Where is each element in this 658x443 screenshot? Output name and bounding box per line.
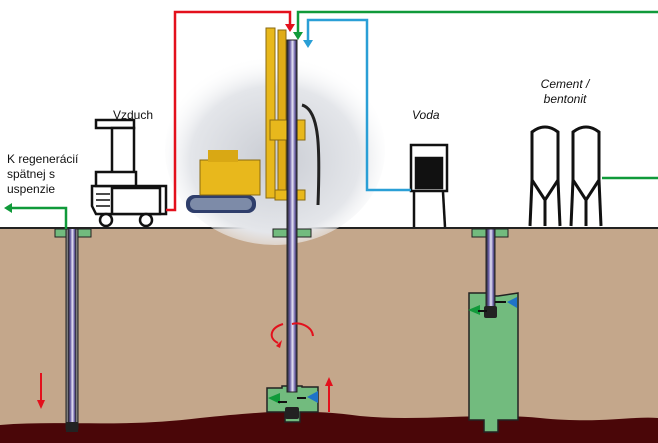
regeneration-label-line3: uspenzie bbox=[7, 182, 56, 196]
regeneration-label-line2: spätnej s bbox=[7, 167, 56, 181]
left-well-end bbox=[66, 422, 78, 432]
right-well-bit bbox=[484, 306, 497, 318]
cement-label-line2: bentonit bbox=[543, 92, 587, 106]
water-line bbox=[306, 18, 411, 192]
right-well-pipe bbox=[485, 228, 496, 310]
water-tank-icon bbox=[409, 143, 449, 228]
drill-bit bbox=[285, 407, 299, 419]
regeneration-line bbox=[12, 206, 68, 229]
suspension-arrow-icon bbox=[293, 32, 303, 40]
suspension-line-top bbox=[296, 10, 658, 34]
rotation-arrow-icon bbox=[270, 322, 314, 344]
cement-label-line1: Cement / bbox=[540, 77, 590, 91]
cement-label: Cement / bentonit bbox=[530, 77, 600, 107]
left-well-pipe bbox=[68, 229, 76, 429]
water-label: Voda bbox=[412, 108, 440, 122]
regeneration-label-line1: K regenerácií bbox=[7, 152, 79, 166]
drill-rod bbox=[286, 39, 298, 393]
middle-green-nozzle bbox=[268, 393, 280, 404]
regeneration-label: K regenerácií spätnej s uspenzie bbox=[7, 152, 78, 197]
cement-silos-icon bbox=[528, 125, 603, 227]
air-line bbox=[166, 10, 292, 212]
middle-blue-nozzle bbox=[307, 391, 318, 403]
regeneration-arrow-icon bbox=[4, 203, 12, 213]
air-arrow-icon bbox=[285, 24, 295, 32]
water-arrow-icon bbox=[303, 40, 313, 48]
air-label: Vzduch bbox=[113, 108, 154, 122]
